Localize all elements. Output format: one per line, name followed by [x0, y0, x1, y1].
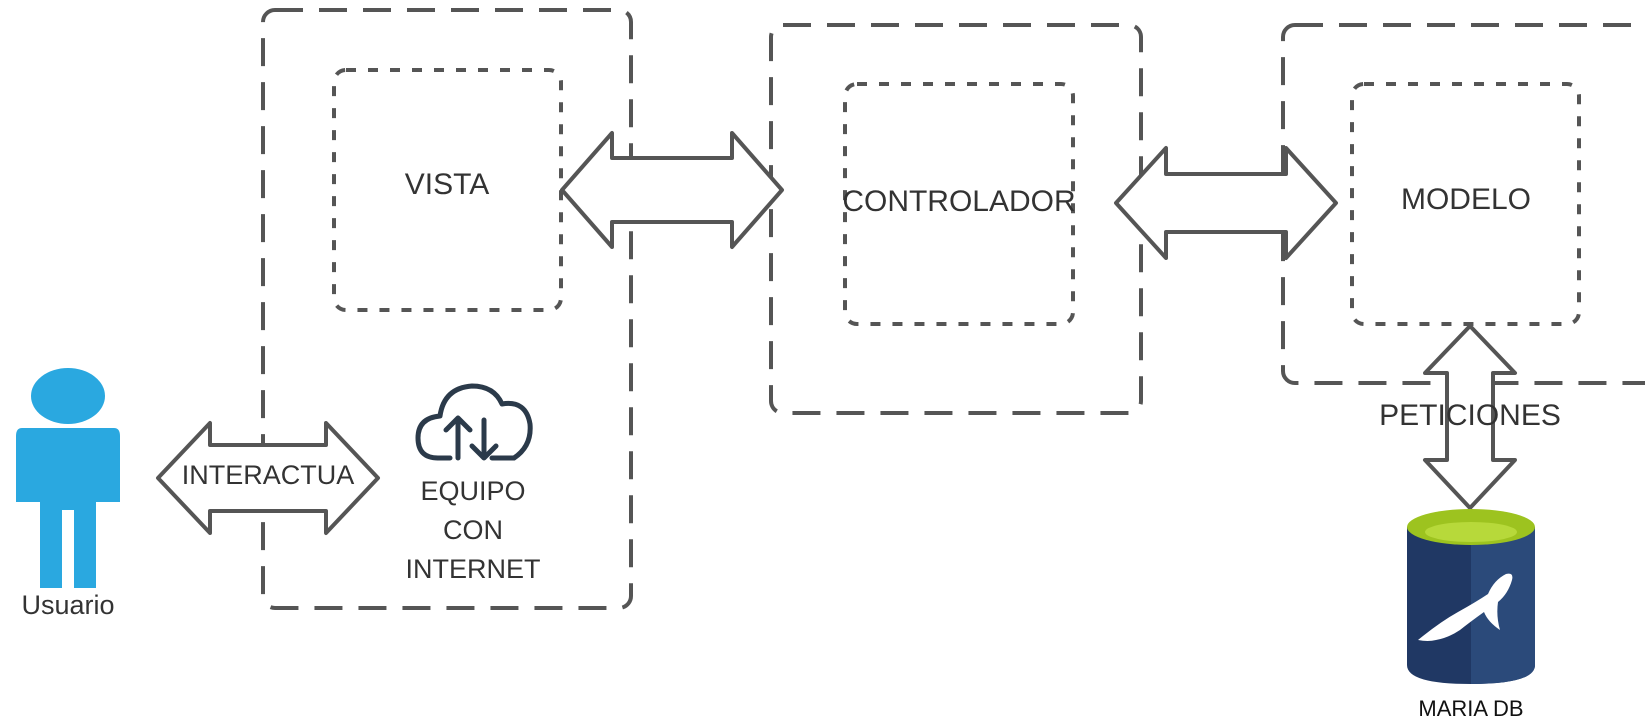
arrow-controlador-modelo [1114, 146, 1338, 260]
controlador-box [843, 82, 1075, 326]
equipo-label-line1: EQUIPO [420, 476, 525, 506]
equipo-container [261, 8, 633, 610]
equipo-label-line2: CON [443, 515, 503, 545]
mariadb-label: MARIA DB [1418, 696, 1523, 721]
modelo-label: MODELO [1401, 183, 1531, 216]
vista-box [332, 68, 563, 312]
controlador-label: CONTROLADOR [842, 185, 1075, 218]
peticiones-label: PETICIONES [1379, 399, 1561, 432]
user-icon [16, 368, 120, 588]
arrow-interactua [156, 421, 380, 535]
vista-label: VISTA [405, 168, 489, 201]
arrow-peticiones [1423, 324, 1517, 510]
interactua-label: INTERACTUA [182, 460, 355, 490]
arrow-vista-controlador [560, 131, 784, 249]
mariadb-database-icon [1407, 509, 1535, 684]
controlador-container [769, 23, 1143, 415]
equipo-label-line3: INTERNET [406, 554, 541, 584]
cloud-upload-download-icon [415, 383, 533, 461]
usuario-label: Usuario [21, 590, 114, 620]
modelo-box [1350, 82, 1581, 326]
